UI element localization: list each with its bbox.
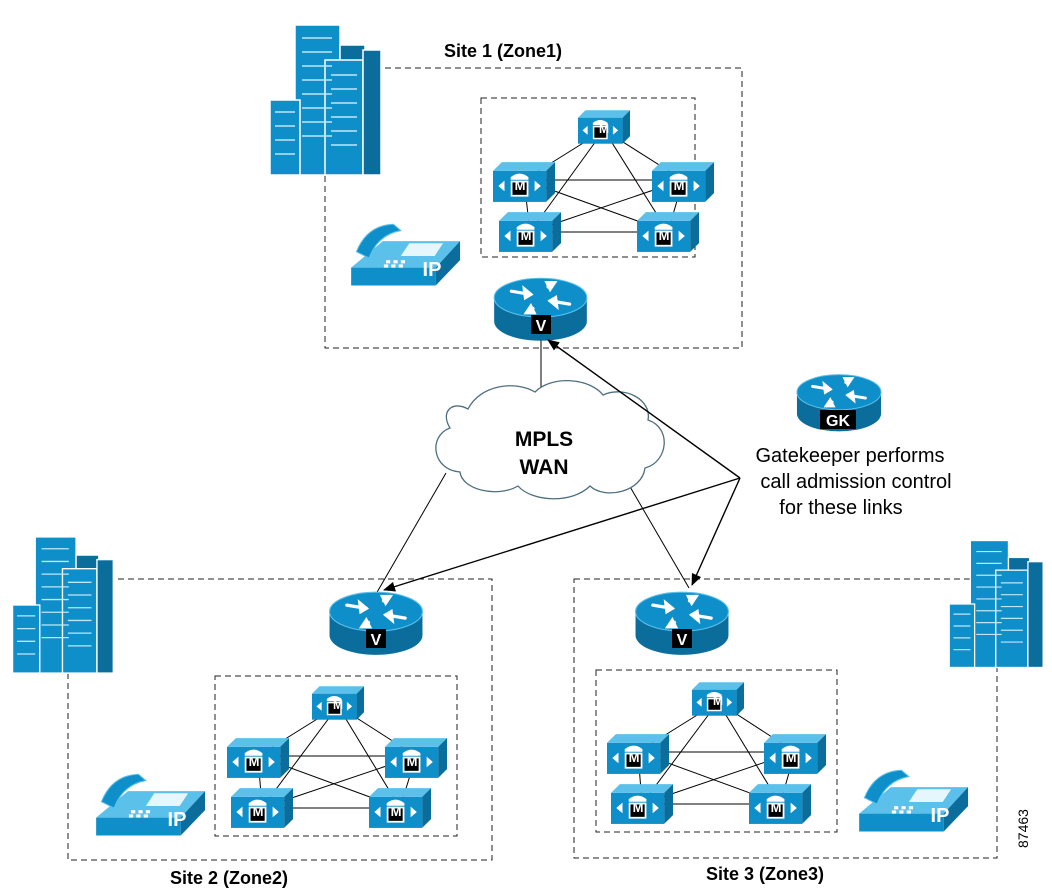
- cm-badge: M: [407, 754, 418, 769]
- cm-badge: M: [249, 754, 260, 769]
- gatekeeper-badge: GK: [826, 413, 850, 430]
- cm-badge: M: [599, 122, 609, 136]
- figure-id: 87463: [1015, 809, 1031, 848]
- ip-phone-icon: [858, 769, 969, 833]
- cm-badge: M: [786, 750, 797, 765]
- router-badge: V: [371, 632, 382, 649]
- phone-badge: IP: [168, 809, 187, 831]
- zone2-boundary: [67, 578, 493, 861]
- cluster3-boundary: [595, 669, 838, 833]
- zone1-boundary: [324, 67, 743, 349]
- router-badge-bg: [366, 629, 386, 648]
- cm-badge: M: [391, 804, 402, 819]
- gatekeeper-badge-bg: [820, 410, 856, 429]
- cm-badge: M: [521, 228, 532, 243]
- ip-phone-icon: [95, 773, 206, 837]
- cm-badge: M: [674, 178, 685, 193]
- building-icon: [948, 539, 1044, 669]
- cm-badge: M: [515, 178, 526, 193]
- gatekeeper-caption-line2: call admission control: [760, 471, 951, 493]
- cm-badge: M: [771, 800, 782, 815]
- router-badge-bg: [531, 315, 551, 334]
- cm-badge: M: [659, 228, 670, 243]
- cluster2-boundary: [214, 675, 458, 837]
- wan-label-line2: WAN: [520, 456, 569, 479]
- cm-badge: M: [253, 804, 264, 819]
- router-badge: V: [677, 632, 688, 649]
- router-badge: V: [536, 318, 547, 335]
- admission-arrows: [383, 339, 741, 592]
- phone-badge: IP: [931, 805, 950, 827]
- site2-label: Site 2 (Zone2): [170, 868, 288, 888]
- phone-badge: IP: [423, 259, 442, 281]
- cm-badge: M: [633, 800, 644, 815]
- wan-label-line1: MPLS: [515, 428, 573, 451]
- site1-label: Site 1 (Zone1): [444, 41, 562, 61]
- cm-badge: M: [333, 698, 343, 712]
- gatekeeper-caption-line1: Gatekeeper performs: [756, 445, 945, 467]
- wan-links: [375, 336, 690, 595]
- router-badge-bg: [672, 629, 692, 648]
- gatekeeper-caption-line3: for these links: [779, 497, 902, 519]
- cm-badge: M: [713, 694, 723, 708]
- cm-badge: M: [629, 750, 640, 765]
- building-icon: [11, 536, 115, 674]
- building-icon: [269, 24, 382, 176]
- zone3-boundary: [573, 578, 998, 859]
- cloud-icon: [435, 380, 665, 500]
- ip-phone-icon: [350, 223, 461, 287]
- site3-label: Site 3 (Zone3): [706, 864, 824, 884]
